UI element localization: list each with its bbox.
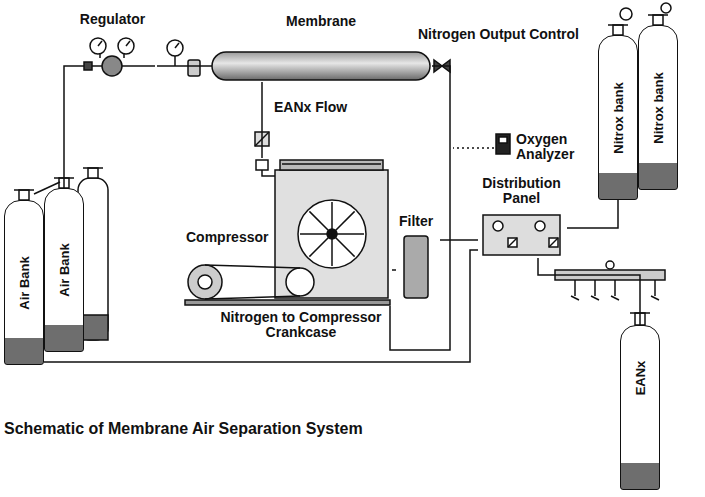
air-cylinder: Air Bank [4, 200, 44, 365]
pipe-line [261, 82, 263, 158]
node-label: Regulator [70, 12, 155, 27]
manifold-whip [591, 296, 599, 300]
membrane-module [212, 52, 430, 80]
node-label: Air Bank [57, 243, 72, 296]
manifold-whip [614, 280, 616, 296]
regulator-body [70, 38, 155, 76]
oxygen-analyzer: Oxygen Analyzer [494, 128, 594, 168]
manifold-whip [611, 296, 619, 300]
pipe-line [538, 258, 640, 325]
fan-spoke [332, 234, 355, 257]
pipe-line [567, 200, 618, 228]
pipe-line [390, 66, 450, 350]
fan-spoke [332, 211, 355, 234]
flow-label: Nitrogen to Compressor Crankcase [215, 310, 387, 341]
node-label: Nitrox bank [611, 82, 626, 154]
node-label: Nitrox bank [651, 72, 666, 144]
fan-spoke [332, 233, 364, 235]
manifold-whip [654, 280, 656, 296]
analyzer-sample-line [453, 147, 494, 149]
pipe-line [44, 250, 478, 362]
distribution-panel: Distribution Panel [478, 174, 567, 258]
air-cylinder: Air Bank [44, 188, 84, 352]
fan-spoke [331, 234, 333, 266]
fan-spoke [309, 211, 332, 234]
node-label: Filter [399, 214, 433, 229]
node-label: EANx [633, 361, 648, 396]
regulator: Regulator [70, 10, 157, 92]
node-label: Air Bank [17, 256, 32, 309]
filter: Filter [396, 212, 440, 302]
fan-spoke [300, 233, 332, 235]
flow-label: EANx Flow [272, 100, 349, 115]
distribution-panel [483, 215, 560, 255]
manifold-whip [594, 280, 596, 296]
manifold-whip [651, 296, 659, 300]
compressor-unit [185, 160, 390, 305]
filter-housing [404, 236, 428, 298]
membrane: Membrane [212, 14, 432, 82]
nitrox-cylinder: Nitrox bank [638, 25, 678, 190]
analyzer-device [496, 134, 510, 154]
pipe-line [64, 66, 70, 188]
pipe-line [392, 269, 396, 271]
inline-gauge-filter [167, 40, 200, 76]
compressor: Compressor [180, 158, 392, 306]
fill-manifold [555, 261, 665, 280]
node-label: Oxygen Analyzer [516, 132, 590, 163]
node-label: Distribution Panel [478, 176, 565, 207]
manifold-whip [571, 296, 579, 300]
eanx-cylinder: EANx [620, 325, 660, 490]
node-label: Compressor [186, 230, 268, 245]
manifold-whip [574, 280, 576, 296]
nitrox-cylinder: Nitrox bank [598, 35, 638, 200]
fan-spoke [331, 202, 333, 234]
node-label: Membrane [212, 14, 430, 29]
control-label: Nitrogen Output Control [418, 26, 579, 42]
pipe-line [157, 65, 212, 67]
fan-spoke [309, 234, 332, 257]
pipe-line [440, 239, 478, 241]
figure-caption: Schematic of Membrane Air Separation Sys… [4, 420, 363, 438]
